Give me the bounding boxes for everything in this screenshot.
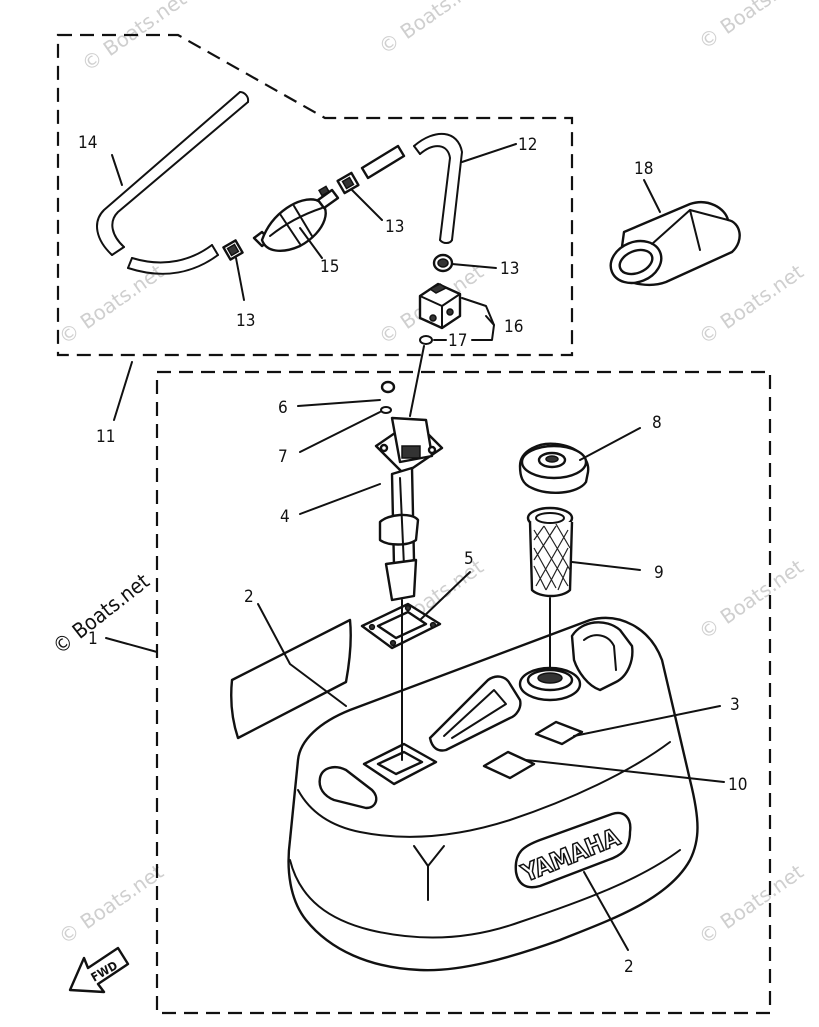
callout-6: 6: [278, 398, 288, 418]
hose-joint-13-right: [432, 253, 454, 273]
fuel-tank-body: YAMAHA: [287, 616, 699, 972]
callout-14: 14: [78, 133, 97, 153]
callout-17: 17: [448, 331, 467, 351]
watermark: © Boats.net: [54, 859, 168, 949]
hose-joint-13-mid: [336, 171, 360, 195]
callout-2-left: 2: [244, 587, 254, 607]
tank-cap-8: [518, 442, 590, 494]
watermark: © Boats.net: [694, 0, 808, 54]
watermark: © Boats.net: [374, 0, 488, 59]
leader-lines: [105, 143, 725, 951]
fuel-gauge-4: [374, 380, 444, 602]
callout-13-mid: 13: [385, 217, 404, 237]
label-2: [230, 618, 352, 740]
callout-10: 10: [728, 775, 747, 795]
o-ring-17: [419, 335, 433, 345]
callout-1: 1: [88, 629, 98, 649]
watermark-dark: © Boats.net: [48, 569, 154, 659]
callout-13-right: 13: [500, 259, 519, 279]
callout-4: 4: [280, 507, 290, 527]
connector-16: [418, 282, 462, 330]
watermark: © Boats.net: [694, 859, 808, 949]
callout-9: 9: [654, 563, 664, 583]
callout-5: 5: [464, 549, 474, 569]
watermark: © Boats.net: [694, 554, 808, 644]
strainer-9: [526, 506, 574, 598]
callout-12: 12: [518, 135, 537, 155]
fwd-arrow: FWD: [68, 946, 130, 994]
fuel-hose-14: [96, 91, 250, 275]
callout-15: 15: [320, 257, 339, 277]
callout-16: 16: [504, 317, 523, 337]
watermark: © Boats.net: [77, 0, 191, 76]
callout-18: 18: [634, 159, 653, 179]
hose-assembly-boundary: [56, 33, 574, 357]
hose-joint-13-left: [222, 239, 244, 261]
primer-bulb-15: [252, 185, 340, 252]
callouts: 14 12 13 13 13 15 16 17 18 11 6 7 4 8 9 …: [78, 133, 747, 977]
callout-13-left: 13: [236, 311, 255, 331]
callout-7: 7: [278, 447, 288, 467]
fuel-tank-assembly-boundary: [155, 370, 772, 1015]
watermark: © Boats.net: [694, 259, 808, 349]
cover-18: [609, 201, 741, 287]
short-tube: [360, 144, 406, 180]
hose-12: [413, 132, 463, 244]
callout-2-bottom: 2: [624, 957, 634, 977]
callout-3: 3: [730, 695, 740, 715]
callout-8: 8: [652, 413, 662, 433]
callout-11: 11: [96, 427, 115, 447]
